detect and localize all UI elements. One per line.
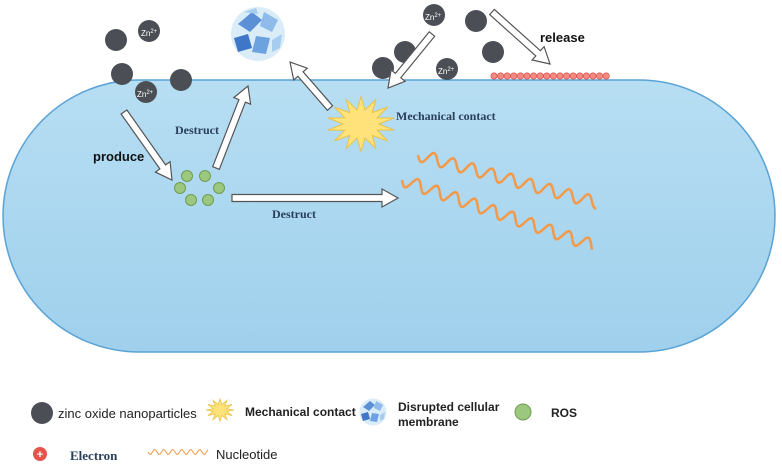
disrupted-membrane-icon xyxy=(231,7,285,61)
ros-particle xyxy=(181,170,193,182)
legend-nanoparticle-swatch xyxy=(31,402,53,424)
nucleotide-strand xyxy=(416,151,597,210)
nanoparticle xyxy=(105,29,127,51)
electron xyxy=(556,72,564,80)
electron xyxy=(536,72,544,80)
electron xyxy=(490,72,498,80)
electron xyxy=(516,72,524,80)
electron xyxy=(530,72,538,80)
ros-particle xyxy=(213,182,225,194)
arrow-produce xyxy=(120,109,173,182)
ros-particle xyxy=(185,194,197,206)
legend-nanoparticles-label: zinc oxide nanoparticles xyxy=(58,406,197,421)
arrows xyxy=(120,8,551,209)
legend-nucleotide-label: Nucleotide xyxy=(216,447,277,462)
electron-chain xyxy=(490,72,610,80)
electron xyxy=(596,72,604,80)
ros-particle xyxy=(199,170,211,182)
legend: zinc oxide nanoparticles Mechanical cont… xyxy=(31,397,577,463)
legend-mechanical-contact-swatch xyxy=(205,397,235,423)
nanoparticle-cluster-right: Zn2+ Zn2+ xyxy=(372,4,504,80)
mechanical-contact-burst xyxy=(327,95,395,153)
destruct-label-lower: Destruct xyxy=(272,207,316,221)
legend-ros-swatch xyxy=(514,403,532,421)
electron xyxy=(589,72,597,80)
ros-cluster xyxy=(174,170,225,206)
bacterial-cell xyxy=(2,79,776,353)
nanoparticle xyxy=(111,63,133,85)
nanoparticle xyxy=(138,20,160,42)
nanoparticle xyxy=(423,4,445,26)
zn-ion-label: Zn2+ xyxy=(438,67,455,76)
electron xyxy=(543,72,551,80)
legend-electron-swatch xyxy=(33,447,47,461)
legend-disrupted-label-line1: Disrupted cellular xyxy=(398,400,500,414)
electron xyxy=(510,72,518,80)
release-label: release xyxy=(540,30,585,45)
nanoparticle xyxy=(170,69,192,91)
nanoparticle xyxy=(135,81,157,103)
zn-ion-label: Zn2+ xyxy=(137,90,154,99)
legend-nucleotide-swatch xyxy=(147,449,209,455)
ros-particle xyxy=(202,194,214,206)
arrow-destruct-membrane xyxy=(211,84,252,171)
electron xyxy=(497,72,505,80)
nucleotide-strand xyxy=(400,177,594,251)
arrow-np-to-contact xyxy=(387,30,436,89)
destruct-label-upper: Destruct xyxy=(175,123,219,137)
nanoparticle xyxy=(372,57,394,79)
nanoparticle xyxy=(482,41,504,63)
arrow-release xyxy=(488,8,551,65)
zn-ion-label: Zn2+ xyxy=(425,13,442,22)
nanoparticle-cluster-left: Zn2+ Zn2+ xyxy=(105,20,192,103)
mechanical-contact-label: Mechanical contact xyxy=(396,109,496,123)
electron xyxy=(503,72,511,80)
produce-label: produce xyxy=(93,149,144,164)
legend-electron-label: Electron xyxy=(70,448,118,463)
ros-particle xyxy=(174,182,186,194)
electron xyxy=(582,72,590,80)
zn-ion-label: Zn2+ xyxy=(141,29,158,38)
electron xyxy=(602,72,610,80)
nanoparticle xyxy=(436,58,458,80)
legend-disrupted-membrane-swatch xyxy=(359,398,387,426)
nanoparticle xyxy=(465,10,487,32)
legend-disrupted-label-line2: membrane xyxy=(398,415,459,429)
legend-ros-label: ROS xyxy=(551,406,577,420)
electron xyxy=(569,72,577,80)
legend-mechanical-contact-label: Mechanical contact xyxy=(245,405,356,419)
electron xyxy=(549,72,557,80)
electron xyxy=(576,72,584,80)
electron xyxy=(523,72,531,80)
arrow-destruct-dna xyxy=(231,187,400,209)
electron xyxy=(563,72,571,80)
arrow-contact-to-membrane xyxy=(289,61,334,112)
plus-icon: + xyxy=(37,449,43,461)
